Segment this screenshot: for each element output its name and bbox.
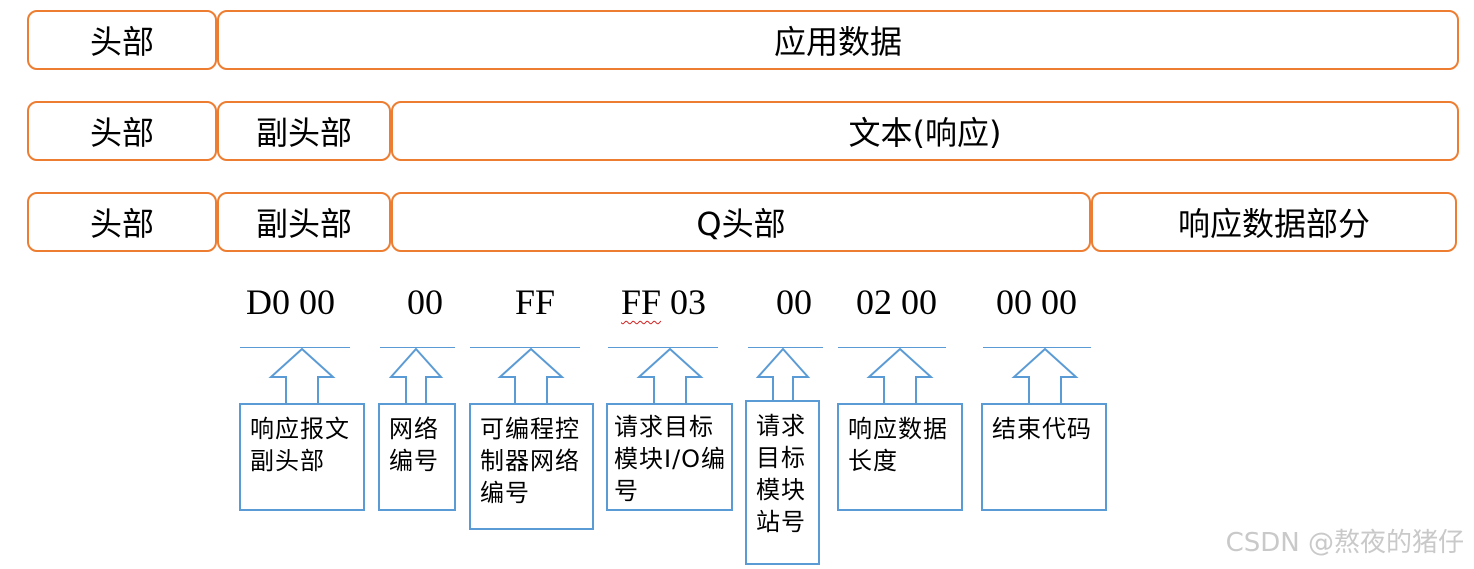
desc-label: 响应报文 副头部 — [250, 415, 350, 475]
hex-underline — [748, 347, 823, 348]
desc-label: 请求目标 模块I/O编 号 — [614, 413, 727, 505]
hex-value: 00 00 — [996, 282, 1077, 322]
up-arrow-icon — [636, 347, 704, 405]
hex-underline — [838, 347, 946, 348]
hex-value-part-ff: FF — [621, 282, 662, 322]
desc-box-subheader: 响应报文 副头部 — [239, 403, 365, 511]
row2-subheader-segment: 副头部 — [217, 101, 391, 161]
hex-value: D0 00 — [246, 282, 335, 322]
up-arrow-icon — [497, 347, 565, 405]
watermark: CSDN @熬夜的猪仔 — [1225, 528, 1464, 558]
up-arrow-icon — [866, 347, 934, 405]
row2-header-segment: 头部 — [27, 101, 217, 161]
row2-subheader-label: 副头部 — [255, 114, 352, 152]
hex-value: 02 00 — [856, 282, 937, 322]
hex-value: 00 — [776, 282, 812, 322]
desc-box-target-module-io: 请求目标 模块I/O编 号 — [606, 403, 733, 511]
hex-underline — [240, 347, 350, 348]
desc-label: 可编程控 制器网络 编号 — [480, 415, 580, 507]
row3-response-data-label: 响应数据部分 — [1177, 205, 1370, 243]
row3-header-segment: 头部 — [27, 192, 217, 252]
desc-box-plc-network-no: 可编程控 制器网络 编号 — [469, 403, 594, 530]
desc-label: 网络 编号 — [389, 415, 439, 475]
hex-value: 00 — [407, 282, 443, 322]
row1-header-label: 头部 — [89, 23, 154, 61]
row2-text-segment: 文本(响应) — [391, 101, 1459, 161]
row3-header-label: 头部 — [89, 205, 154, 243]
desc-box-target-station: 请求 目标 模块 站号 — [745, 400, 820, 565]
row1-app-data-label: 应用数据 — [773, 23, 902, 61]
up-arrow-icon — [755, 347, 811, 402]
hex-underline — [380, 347, 455, 348]
desc-box-data-length: 响应数据 长度 — [837, 403, 963, 511]
row3-q-header-label: Q头部 — [696, 205, 786, 243]
hex-value: FF 03 — [621, 281, 706, 323]
hex-underline — [983, 347, 1091, 348]
desc-box-end-code: 结束代码 — [981, 403, 1107, 511]
row1-header-segment: 头部 — [27, 10, 217, 70]
desc-label: 结束代码 — [992, 415, 1092, 443]
row2-text-label: 文本(响应) — [848, 114, 1002, 152]
desc-label: 响应数据 长度 — [848, 415, 948, 475]
hex-value: FF — [515, 282, 556, 322]
desc-label: 请求 目标 模块 站号 — [756, 412, 806, 536]
row3-subheader-label: 副头部 — [255, 205, 352, 243]
row1-app-data-segment: 应用数据 — [217, 10, 1459, 70]
up-arrow-icon — [268, 347, 336, 405]
row3-response-data-segment: 响应数据部分 — [1091, 192, 1457, 252]
row3-subheader-segment: 副头部 — [217, 192, 391, 252]
hex-underline — [608, 347, 718, 348]
desc-box-network-no: 网络 编号 — [378, 403, 456, 511]
up-arrow-icon — [1011, 347, 1079, 405]
hex-value-part-03: 03 — [670, 282, 707, 322]
up-arrow-icon — [388, 347, 444, 405]
hex-underline — [470, 347, 580, 348]
row2-header-label: 头部 — [89, 114, 154, 152]
row3-q-header-segment: Q头部 — [391, 192, 1091, 252]
